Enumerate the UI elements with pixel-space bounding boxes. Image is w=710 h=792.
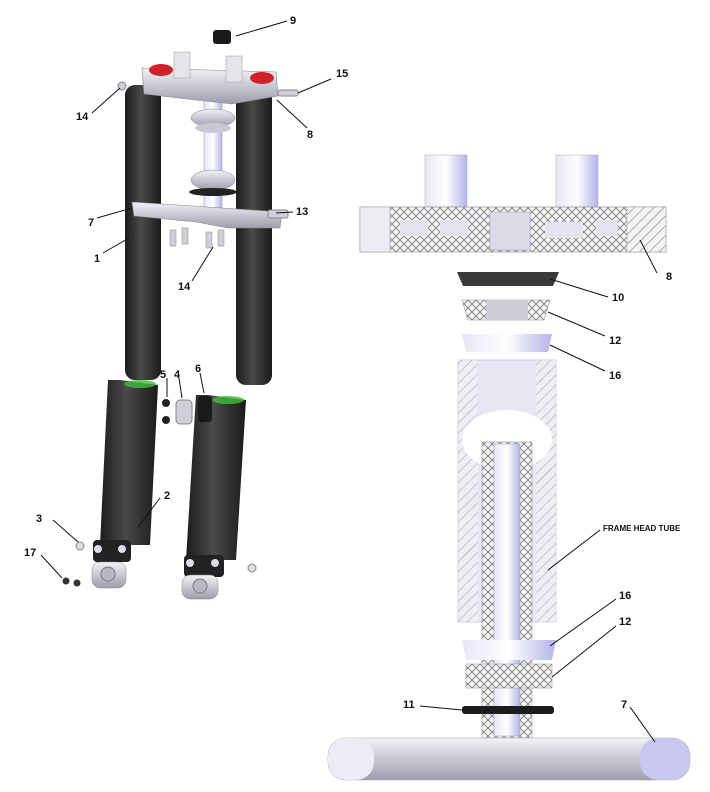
handlebar-mount-right [225,55,243,83]
brake-line-guide [162,396,212,425]
callout-17: 17 [24,547,36,559]
upper-race-16 [462,334,552,352]
lower-dust-ring-11 [462,706,554,714]
handlebar-mount-left [173,51,191,79]
callout-13: 13 [296,206,308,218]
right-dust-seal [212,396,244,404]
callout-10: 10 [612,292,624,304]
lower-bearing-12 [465,663,553,689]
callout-1: 1 [94,253,100,265]
section-fork-tube-right [555,154,599,208]
stem-seal [195,123,231,133]
callout-5: 5 [160,369,166,381]
callout-12-lower: 12 [619,616,631,628]
left-fork-tube [125,85,161,380]
head-tube-section [327,154,691,781]
callout-7-right: 7 [621,699,627,711]
bolt-right-foot [247,563,257,573]
stem-bearing-bottom [190,169,236,191]
frame-head-tube-label: FRAME HEAD TUBE [603,524,681,533]
stem-seal-10 [457,272,559,286]
left-lower-slider [100,380,158,545]
section-lower-clamp [327,737,691,781]
right-fork-tube [236,85,272,385]
callout-4: 4 [174,369,181,381]
fork-assembly [62,30,299,600]
lower-race-16 [462,640,556,660]
bolts-17 [62,577,81,587]
callout-3: 3 [36,513,42,525]
callout-14-top: 14 [76,111,89,123]
callout-6: 6 [195,363,201,375]
callout-9: 9 [290,15,296,27]
right-fork-cap [250,72,274,84]
callouts: 9 15 14 8 7 13 1 14 5 4 6 2 2 3 17 8 10 … [24,15,681,711]
callout-12-upper: 12 [609,335,621,347]
callout-15: 15 [336,68,348,80]
stem-dust-ring [189,188,237,196]
left-dust-seal [124,380,156,388]
callout-8-left: 8 [307,129,313,141]
bolt-13 [267,209,289,219]
right-lower-slider [186,395,246,560]
callout-16-lower: 16 [619,590,631,602]
callout-8-right: 8 [666,271,672,283]
callout-2-upper: 2 [164,490,170,502]
bolt-15 [277,89,299,97]
callout-14-lower: 14 [178,281,191,293]
callout-11: 11 [403,699,415,711]
leader-lines [40,20,658,743]
section-fork-tube-left [424,154,468,208]
stem-nut [213,30,231,44]
callout-7-left: 7 [88,217,94,229]
bolt-3 [75,541,85,551]
callout-16-upper: 16 [609,370,621,382]
left-fork-cap [149,64,173,76]
bolts-14-lower [169,227,225,249]
